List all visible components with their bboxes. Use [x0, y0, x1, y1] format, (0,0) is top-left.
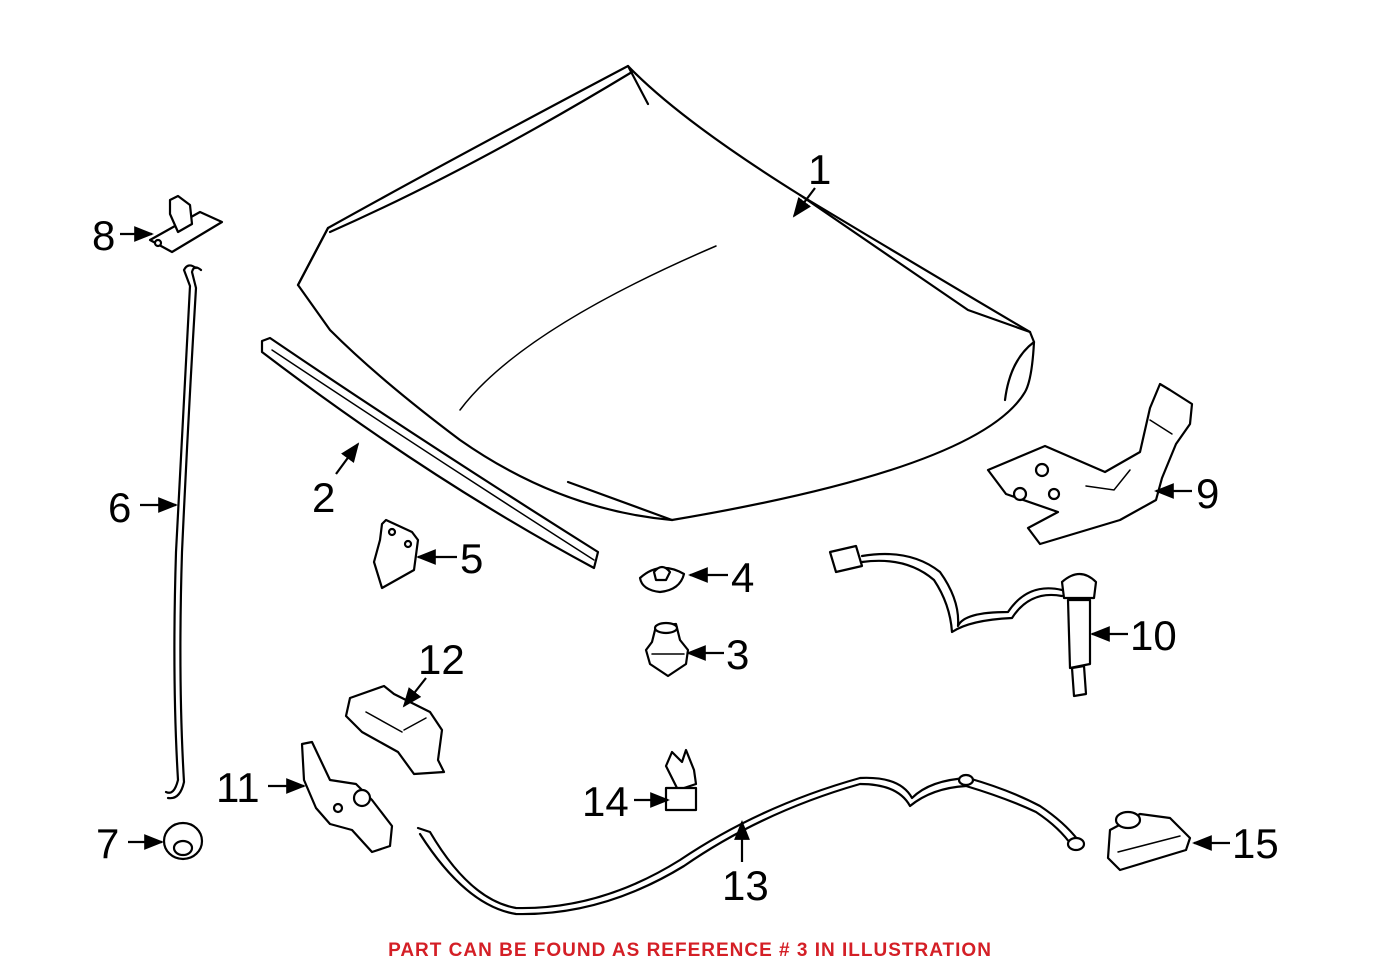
release-handle-part[interactable]: [1106, 810, 1192, 872]
callout-15[interactable]: 15: [1232, 820, 1279, 867]
hood-latch-part[interactable]: [300, 740, 394, 854]
callout-9[interactable]: 9: [1196, 470, 1219, 517]
prop-rod-part[interactable]: [164, 264, 203, 800]
callout-11[interactable]: 11: [216, 764, 260, 811]
leader-lines: [120, 187, 1230, 862]
stopper-part[interactable]: [644, 621, 690, 678]
hood-part[interactable]: [296, 64, 1036, 522]
lock-bracket-part[interactable]: [344, 684, 446, 776]
callout-8[interactable]: 8: [92, 212, 115, 259]
callout-4[interactable]: 4: [731, 554, 754, 601]
bracket-5-part[interactable]: [372, 518, 420, 590]
hood-lift-part[interactable]: [828, 544, 1098, 698]
callout-13[interactable]: 13: [722, 862, 769, 909]
callout-7[interactable]: 7: [96, 820, 119, 867]
callout-6[interactable]: 6: [108, 484, 131, 531]
bumper-part[interactable]: [638, 565, 686, 594]
hinge-part[interactable]: [986, 382, 1194, 546]
callout-14[interactable]: 14: [582, 778, 629, 825]
leader-12: [402, 677, 427, 708]
callout-2[interactable]: 2: [312, 474, 335, 521]
callout-1[interactable]: 1: [808, 146, 831, 193]
leader-2: [335, 442, 360, 475]
callout-labels: 1 2 3 4 5 6 7 8 9 10 11 12 13 14 15: [92, 146, 1279, 909]
prop-rod-bracket-part[interactable]: [148, 194, 224, 254]
callout-12[interactable]: 12: [418, 636, 465, 683]
hood-seal-part[interactable]: [260, 336, 600, 570]
callout-10[interactable]: 10: [1130, 612, 1177, 659]
clip-part[interactable]: [664, 748, 698, 812]
reference-note: PART CAN BE FOUND AS REFERENCE # 3 IN IL…: [388, 940, 992, 961]
leader-1: [792, 187, 816, 218]
release-cable-part[interactable]: [416, 773, 1086, 916]
callout-3[interactable]: 3: [726, 631, 749, 678]
grommet-part[interactable]: [162, 821, 204, 861]
callout-5[interactable]: 5: [460, 535, 483, 582]
